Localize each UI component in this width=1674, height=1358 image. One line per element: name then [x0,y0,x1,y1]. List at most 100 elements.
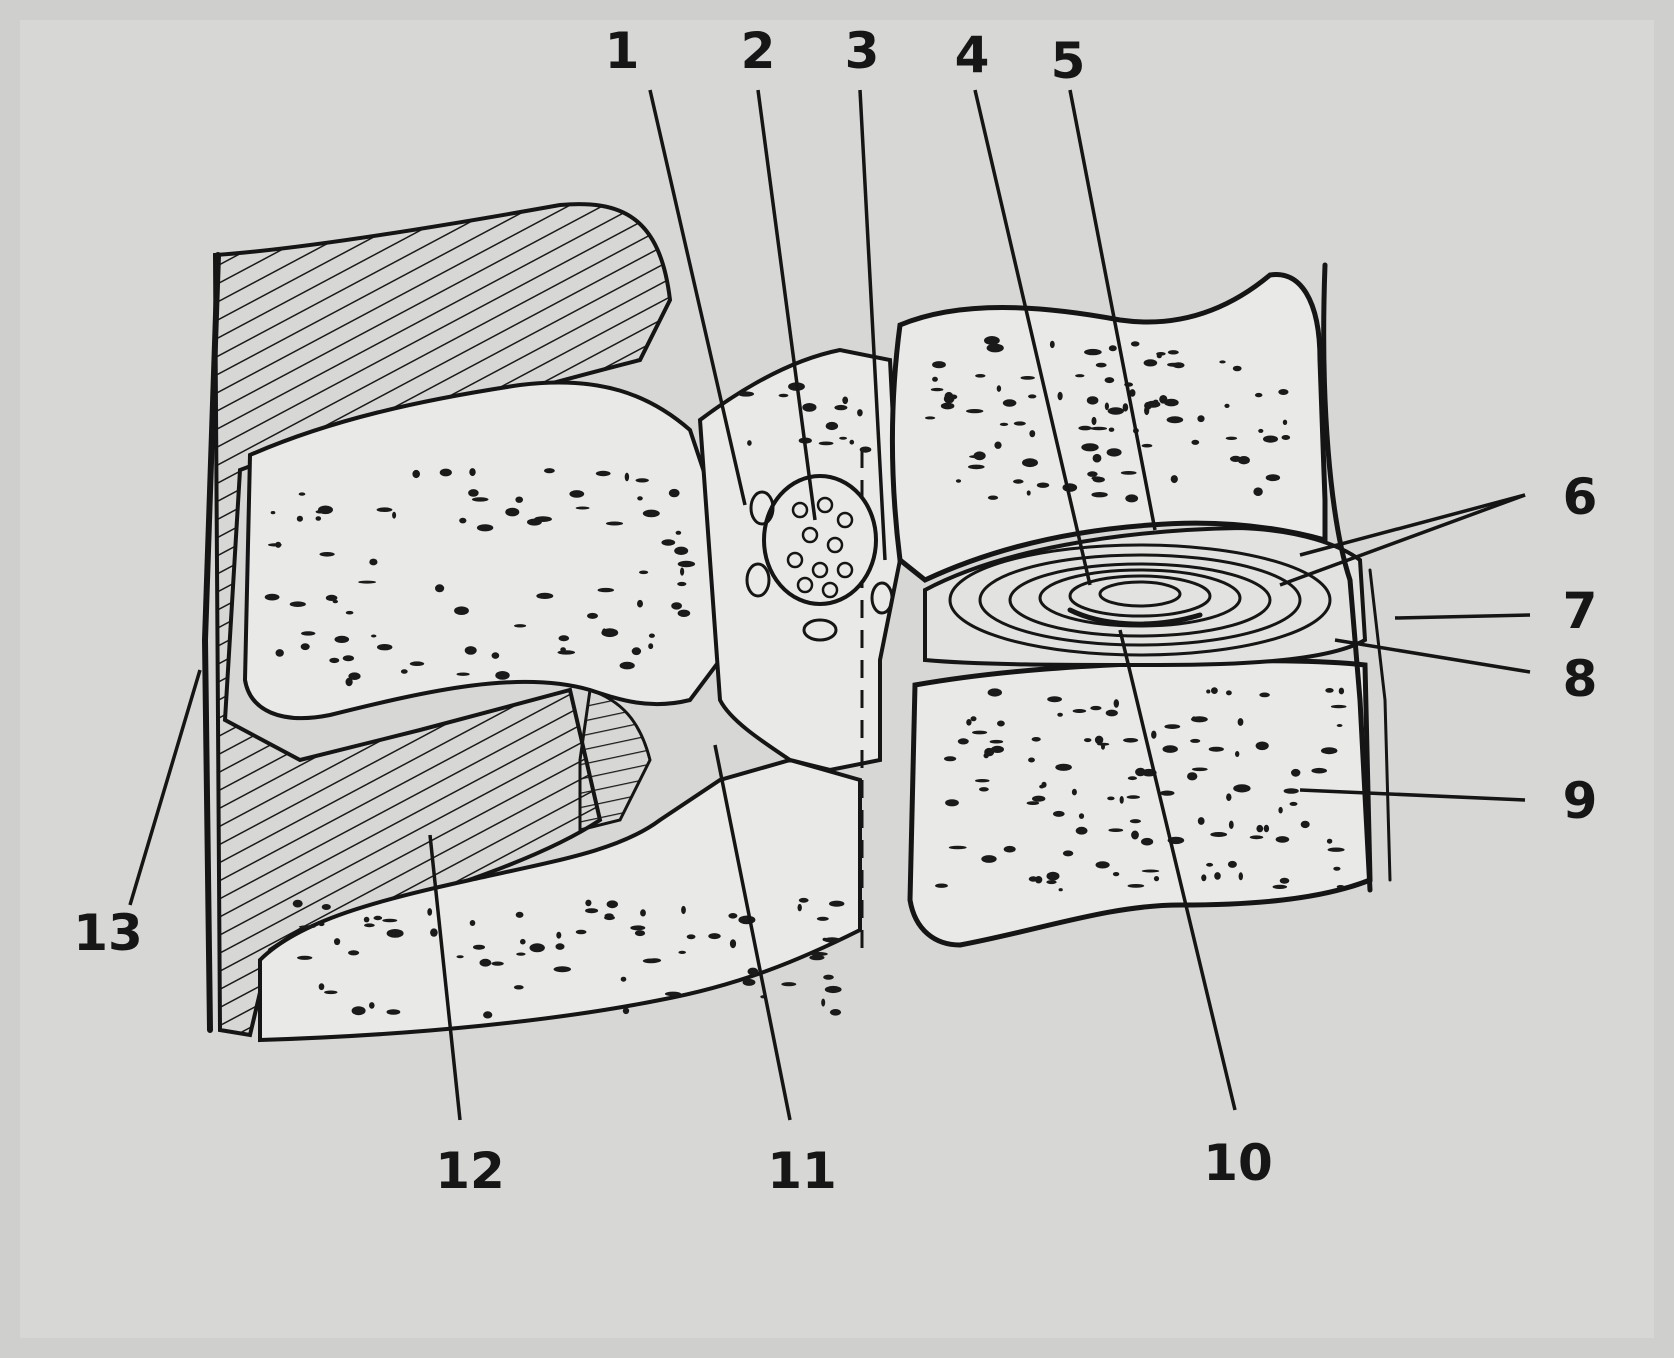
bone-speckle [435,584,444,592]
bone-speckle [358,581,376,584]
bone-speckle [348,672,360,680]
bone-speckle [925,416,935,419]
bone-speckle [1328,848,1345,852]
bone-speckle [1084,738,1091,742]
bone-speckle [1239,872,1243,880]
bone-speckle [297,516,303,522]
bone-speckle [1164,724,1180,729]
bone-speckle [605,913,614,918]
bone-speckle [1290,802,1298,806]
bone-speckle [830,1009,841,1016]
bone-speckle [401,669,408,674]
bone-speckle [560,647,566,652]
bone-speckle [1003,399,1017,406]
bone-speckle [680,568,684,576]
bone-speckle [1032,737,1041,742]
bone-speckle [387,1009,401,1015]
bone-speckle [1282,435,1291,440]
bone-speckle [966,409,983,413]
bone-speckle [1280,878,1290,884]
bone-speckle [276,649,284,657]
bone-speckle [459,518,466,524]
bone-speckle [598,588,614,592]
bone-speckle [678,951,686,954]
bone-speckle [1206,863,1213,867]
bone-speckle [491,962,503,966]
callout-label-3: 3 [845,22,880,80]
callout-label-6: 6 [1563,468,1598,526]
bone-speckle [324,991,337,995]
bone-speckle [1157,354,1162,359]
bone-speckle [990,740,1004,744]
bone-speckle [987,344,1004,353]
bone-speckle [708,933,720,939]
bone-speckle [470,920,476,926]
bone-speckle [301,643,310,650]
bone-speckle [747,440,752,446]
bone-speckle [1039,785,1044,789]
bone-speckle [1278,389,1288,395]
bone-speckle [944,756,956,761]
bone-speckle [1226,793,1231,801]
bone-speckle [1046,880,1056,884]
bone-speckle [988,688,1002,696]
bone-speckle [1092,417,1097,425]
bone-speckle [1014,421,1026,425]
bone-speckle [1219,360,1225,363]
bone-speckle [1087,471,1097,477]
bone-speckle [632,647,641,655]
bone-speckle [821,999,825,1007]
bone-speckle [826,422,838,430]
callout-label-12: 12 [435,1142,505,1200]
bone-speckle [369,559,377,566]
bone-speckle [596,471,611,476]
upper-posterior-arch [245,382,720,718]
callout-label-1: 1 [605,22,640,80]
bone-speckle [1047,696,1062,702]
bone-speckle [988,496,998,500]
bone-speckle [1224,404,1229,408]
bone-speckle [669,489,680,497]
bone-speckle [427,908,432,916]
bone-speckle [410,661,424,666]
bone-speckle [606,522,623,526]
bone-speckle [333,600,338,603]
bone-speckle [1123,738,1138,743]
bone-speckle [1050,341,1055,348]
bone-speckle [468,489,479,497]
bone-speckle [1259,693,1270,698]
bone-speckle [1206,690,1210,694]
bone-speckle [1333,867,1340,871]
bone-speckle [1029,430,1035,437]
bone-speckle [850,440,855,445]
bone-speckle [1283,420,1287,425]
bone-speckle [1258,429,1263,433]
bone-speckle [966,719,971,726]
bone-speckle [364,917,370,923]
bone-speckle [1087,396,1099,404]
bone-speckle [1187,772,1197,780]
bone-speckle [293,900,303,908]
bone-speckle [1027,490,1031,495]
bone-speckle [829,901,844,907]
bone-speckle [1337,724,1343,727]
bone-speckle [544,468,555,473]
bone-speckle [492,652,500,659]
bone-speckle [1108,828,1123,832]
bone-speckle [819,442,834,446]
callout-label-4: 4 [955,26,990,84]
bone-speckle [623,1008,629,1015]
bone-speckle [1105,403,1109,411]
bone-speckle [1256,742,1269,751]
bone-speckle [687,934,696,939]
bone-speckle [1127,795,1140,799]
bone-speckle [1109,345,1117,351]
bone-speckle [1084,349,1102,355]
bone-speckle [1109,428,1115,432]
bone-speckle [1076,827,1088,835]
bone-speckle [1000,423,1008,426]
bone-speckle [1198,817,1205,825]
bone-speckle [334,938,340,945]
bone-speckle [1028,758,1035,763]
bone-speckle [1311,768,1327,774]
